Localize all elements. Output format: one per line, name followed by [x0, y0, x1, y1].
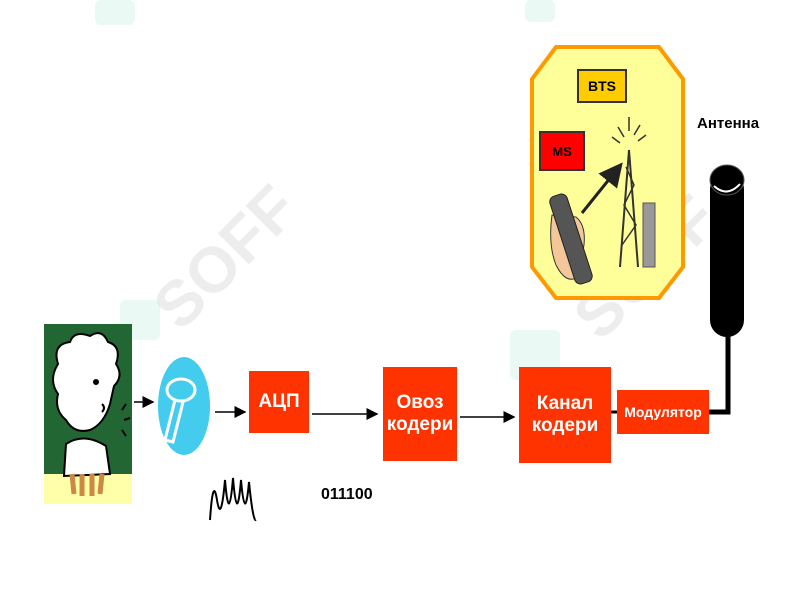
- analog-waveform-icon: [208, 470, 258, 530]
- voice-coder-block: Овоз кодери: [383, 367, 457, 461]
- modulator-block: Модулятор: [617, 390, 709, 434]
- adc-block: АЦП: [249, 371, 309, 433]
- speaker-illustration: [44, 324, 132, 504]
- ms-bts-inset: [530, 45, 685, 300]
- microphone-icon: [157, 356, 211, 456]
- antenna-label: Антенна: [697, 115, 760, 132]
- bts-label-box: BTS: [577, 69, 627, 103]
- ms-label-box: MS: [539, 131, 585, 171]
- line-modulator-to-antenna: [709, 330, 731, 415]
- bitstream-label: 011100: [321, 486, 373, 503]
- channel-coder-block: Канал кодери: [519, 367, 611, 463]
- antenna-icon: [708, 162, 748, 342]
